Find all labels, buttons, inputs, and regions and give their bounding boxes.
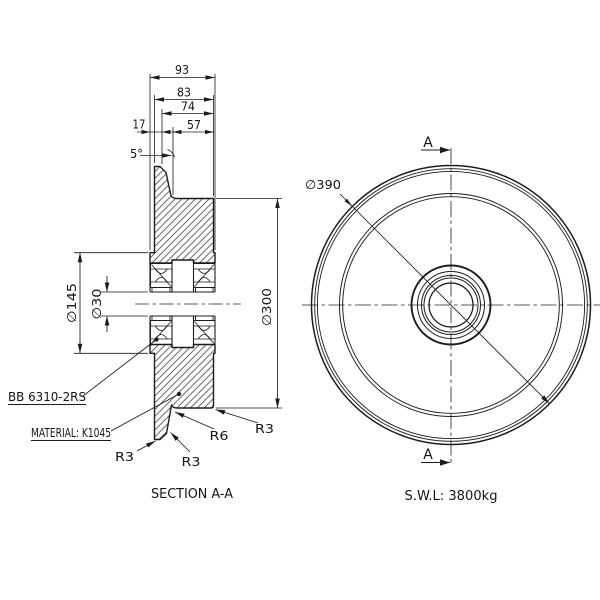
bearing-top-left <box>150 263 173 288</box>
dim-angle-5: 5° <box>130 146 143 161</box>
section-view: 93 83 74 57 17 5° ∅145 ∅30 ∅300 R3 R3 R6… <box>8 62 282 502</box>
front-texts: ∅390 A A S.W.L: 3800kg <box>305 135 498 504</box>
dim-dia-300: ∅300 <box>259 288 274 326</box>
bearing-top-right <box>193 263 216 288</box>
dim-74: 74 <box>181 99 195 114</box>
bearing-note: BB 6310-2RS <box>8 389 86 404</box>
dim-93: 93 <box>175 62 189 77</box>
dim-r3-right: R3 <box>255 421 274 436</box>
cut-letter-bottom: A <box>423 447 433 463</box>
note-underlines <box>8 404 111 441</box>
dim-57: 57 <box>187 117 201 132</box>
bearing-bottom-right <box>193 320 216 345</box>
dimension-lines <box>77 75 280 408</box>
extension-lines <box>74 74 282 409</box>
front-centerlines <box>302 148 600 465</box>
dim-dia-390: ∅390 <box>305 177 341 192</box>
section-lower-body <box>149 343 216 441</box>
dim-r3-left: R3 <box>115 449 134 464</box>
dia390-leader <box>339 193 550 404</box>
leader-lines <box>82 337 259 453</box>
swl-note: S.W.L: 3800kg <box>405 488 498 504</box>
dim-17: 17 <box>133 117 146 132</box>
front-view: ∅390 A A S.W.L: 3800kg <box>302 135 600 504</box>
dim-83: 83 <box>177 85 191 100</box>
section-texts: 93 83 74 57 17 5° ∅145 ∅30 ∅300 R3 R3 R6… <box>8 62 274 502</box>
dim-dia-145: ∅145 <box>64 283 79 323</box>
dim-r6: R6 <box>210 428 229 443</box>
cutting-plane-arrows <box>421 146 450 466</box>
material-note: MATERIAL: K1045 <box>31 425 111 440</box>
cut-letter-top: A <box>423 135 433 151</box>
section-title: SECTION A-A <box>151 486 234 502</box>
dim-dia-30: ∅30 <box>89 288 104 319</box>
dim-r3-mid: R3 <box>182 454 201 469</box>
